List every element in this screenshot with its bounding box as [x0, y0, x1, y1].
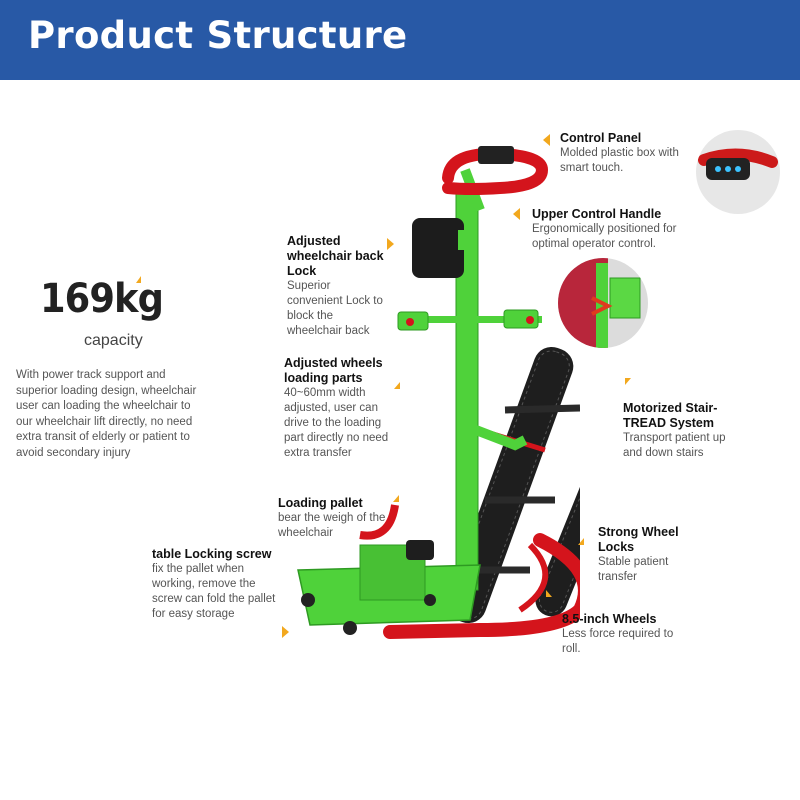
- callout-upper-handle: Upper Control Handle Ergonomically posit…: [532, 207, 692, 252]
- callout-title: Loading pallet: [278, 496, 363, 510]
- callout-wheels-loading: Adjusted wheels loading parts 40~60mm wi…: [284, 356, 394, 461]
- callout-locking-screw: table Locking screw fix the pallet when …: [152, 547, 282, 622]
- control-panel-image: [696, 130, 780, 214]
- marker-icon: [282, 626, 289, 638]
- callout-description: fix the pallet when working, remove the …: [152, 563, 276, 620]
- marker-icon: [394, 382, 400, 389]
- callout-description: Transport patient up and down stairs: [623, 432, 726, 459]
- callout-description: 40~60mm width adjusted, user can drive t…: [284, 387, 389, 459]
- stair-lift-image: [297, 146, 580, 639]
- marker-icon: [625, 378, 631, 385]
- marker-icon: [387, 238, 394, 250]
- capacity-description: With power track support and superior lo…: [16, 369, 197, 459]
- callout-loading-pallet: Loading pallet bear the weigh of the whe…: [278, 496, 398, 541]
- marker-icon: [546, 590, 552, 597]
- callout-title: 8.5-inch Wheels: [562, 612, 657, 626]
- callout-description: Stable patient transfer: [598, 556, 669, 583]
- callout-wheels: 8.5-inch Wheels Less force required to r…: [562, 612, 682, 657]
- capacity-value: 169kg: [40, 276, 164, 322]
- marker-icon: [136, 276, 141, 283]
- callout-back-lock: Adjusted wheelchair back Lock Superior c…: [287, 234, 387, 339]
- callout-stair-tread: Motorized Stair-TREAD System Transport p…: [623, 401, 733, 461]
- header-banner: Product Structure: [0, 0, 800, 80]
- marker-icon: [513, 208, 520, 220]
- callout-title: Motorized Stair-TREAD System: [623, 401, 718, 430]
- capacity-label: capacity: [84, 332, 143, 349]
- marker-icon: [543, 134, 550, 146]
- callout-description: bear the weigh of the wheelchair: [278, 512, 386, 539]
- callout-strong-locks: Strong Wheel Locks Stable patient transf…: [598, 525, 708, 585]
- callout-title: Adjusted wheels loading parts: [284, 356, 383, 385]
- callout-title: Upper Control Handle: [532, 207, 662, 221]
- callout-description: Less force required to roll.: [562, 628, 674, 655]
- handle-closeup-image: [558, 258, 648, 348]
- callout-description: Ergonomically positioned for optimal ope…: [532, 223, 677, 250]
- callout-title: Control Panel: [560, 131, 642, 145]
- callout-title: Strong Wheel Locks: [598, 525, 679, 554]
- callout-description: Superior convenient Lock to block the wh…: [287, 280, 383, 337]
- callout-control-panel: Control Panel Molded plastic box with sm…: [560, 131, 695, 176]
- callout-title: table Locking screw: [152, 547, 272, 561]
- marker-icon: [393, 495, 399, 502]
- marker-icon: [578, 538, 584, 545]
- page-title: Product Structure: [28, 14, 408, 57]
- callout-description: Molded plastic box with smart touch.: [560, 147, 679, 174]
- callout-title: Adjusted wheelchair back Lock: [287, 234, 384, 278]
